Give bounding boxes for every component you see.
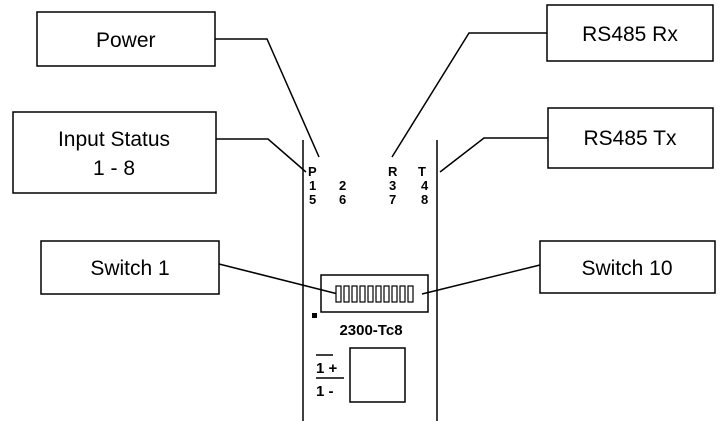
led-input-5: 5	[309, 192, 316, 207]
led-input-7: 7	[389, 192, 396, 207]
leader-power	[215, 38, 320, 158]
input-status-label-line1: Input Status	[58, 128, 170, 151]
led-input-4: 4	[421, 178, 429, 193]
callout-input-status: Input Status 1 - 8	[12, 111, 217, 194]
callout-rs485-tx: RS485 Tx	[547, 107, 714, 169]
connector-port	[349, 347, 406, 403]
dip-switch-8	[391, 285, 398, 303]
callout-switch-1: Switch 1	[40, 240, 220, 295]
leader-rs485-tx	[439, 137, 548, 173]
model-label: 2300-Tc8	[339, 322, 402, 339]
callout-switch-10: Switch 10	[539, 240, 716, 294]
switch-1-label: Switch 1	[90, 257, 169, 280]
led-input-6: 6	[339, 192, 346, 207]
leader-rs485-rx	[391, 32, 547, 158]
dip-switch-7	[383, 285, 390, 303]
device-body	[302, 140, 438, 421]
position-marker	[312, 313, 317, 318]
dip-switch-block	[320, 274, 429, 313]
dip-switch-2	[343, 285, 350, 303]
dip-switch-3	[351, 285, 358, 303]
input-status-label-line2: 1 - 8	[93, 157, 135, 180]
dip-switch-4	[359, 285, 366, 303]
switch-10-label: Switch 10	[581, 257, 672, 280]
terminal-minus-label: 1 -	[316, 383, 334, 400]
callout-rs485-rx: RS485 Rx	[546, 4, 714, 62]
dip-switch-array	[335, 285, 414, 303]
callout-power: Power	[36, 11, 216, 67]
led-input-8: 8	[421, 192, 428, 207]
led-labels: P R T 1 2 3 4 5 6 7 8	[308, 164, 429, 207]
led-input-3: 3	[389, 178, 396, 193]
led-header-tx: T	[418, 164, 426, 179]
leader-switch-1	[218, 263, 339, 295]
terminal-markings: 1 + 1 -	[316, 354, 344, 400]
leader-input-status	[216, 138, 307, 173]
dip-switch-10	[407, 285, 414, 303]
power-label: Power	[96, 29, 156, 52]
dip-switch-1	[335, 285, 342, 303]
led-input-1: 1	[309, 178, 316, 193]
led-header-power: P	[308, 164, 317, 179]
dip-switch-6	[375, 285, 382, 303]
terminal-plus-label: 1 +	[316, 360, 338, 377]
rs485-tx-label: RS485 Tx	[584, 127, 677, 150]
leader-lines	[215, 32, 548, 295]
rs485-rx-label: RS485 Rx	[582, 23, 678, 46]
led-input-2: 2	[339, 178, 346, 193]
dip-switch-9	[399, 285, 406, 303]
led-header-rx: R	[388, 164, 398, 179]
dip-switch-5	[367, 285, 374, 303]
leader-switch-10	[421, 264, 541, 295]
